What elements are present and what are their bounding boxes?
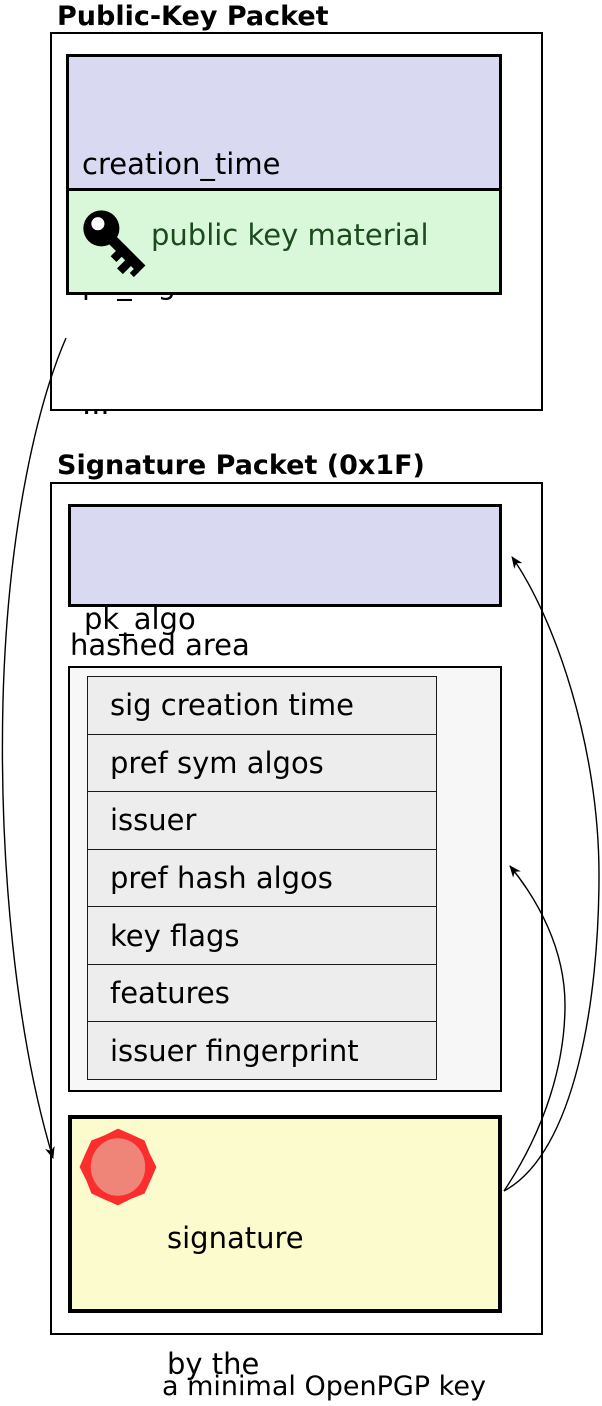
key-icon <box>83 210 146 278</box>
subpacket-issuer: issuer <box>88 791 436 849</box>
diagram-caption: a minimal OpenPGP key <box>162 1371 486 1402</box>
signature-packet-title: Signature Packet (0x1F) <box>57 450 425 481</box>
subpacket-pref-hash-algos: pref hash algos <box>88 848 436 907</box>
public-key-material-label: public key material <box>151 218 429 252</box>
signature-value-box: signature by the private key material ov… <box>68 1115 502 1381</box>
subpacket-features: features <box>88 963 436 1022</box>
subpacket-sig-creation-time: sig creation time <box>110 688 354 723</box>
signature-line-1: signature <box>167 1221 304 1255</box>
seal-icon <box>79 1128 157 1206</box>
field-creation-time: creation_time <box>82 147 281 181</box>
public-key-packet-title: Public-Key Packet <box>57 1 329 32</box>
subpacket-key-flags: key flags <box>88 906 436 964</box>
signature-line-2: by the <box>167 1347 260 1381</box>
hashed-area-box: sig creation time pref sym algos issuer … <box>68 666 502 1092</box>
public-key-fields-box: creation_time pk_algo ... <box>66 54 502 421</box>
field-pk-algo-sig: pk_algo <box>84 602 196 636</box>
signature-fields-box: pk_algo hash_algo <box>68 504 502 756</box>
subpacket-pref-sym-algos: pref sym algos <box>88 733 436 792</box>
hashed-area-label: hashed area <box>70 628 250 662</box>
public-key-material-box: public key material <box>66 191 502 295</box>
field-ellipsis: ... <box>82 387 110 421</box>
subpacket-table: sig creation time pref sym algos issuer … <box>87 676 437 1080</box>
subpacket-issuer-fingerprint: issuer fingerprint <box>88 1021 436 1079</box>
